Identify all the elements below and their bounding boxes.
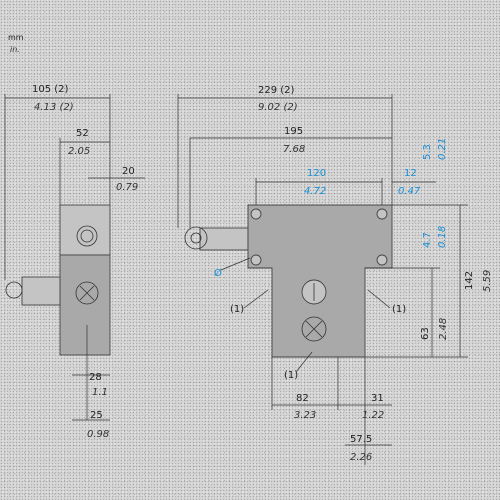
front-indicator xyxy=(301,316,327,342)
dim-hole-spacing-in: 4.72 xyxy=(304,186,326,197)
dim-depth-in: 0.79 xyxy=(116,182,138,193)
dim-hole-diam-label: Ø xyxy=(214,267,222,279)
dim-bottom-width: 82 xyxy=(296,393,309,404)
callout-1-left: (1) xyxy=(230,304,244,315)
dim-right-offset: 12 xyxy=(404,168,417,179)
side-body xyxy=(59,254,111,356)
dim-width-cover-in: 2.05 xyxy=(68,146,90,157)
dim-bottom-full-in: 2.26 xyxy=(350,452,372,463)
dim-height-lower: 63 xyxy=(420,327,431,340)
side-top-hole xyxy=(76,225,98,247)
mount-hole-bl xyxy=(250,254,262,266)
dim-hole-spacing: 120 xyxy=(307,168,326,179)
dim-lower-offset-in: 1.1 xyxy=(92,387,108,398)
dim-hole-diam-top-in: 0.21 xyxy=(437,138,448,160)
dim-length-body: 195 xyxy=(284,126,303,137)
front-view: 229 (2) 9.02 (2) 195 7.68 120 4.72 12 0.… xyxy=(177,85,493,465)
dim-slot-height: 4.7 xyxy=(422,232,433,248)
side-actuator xyxy=(21,276,61,306)
dim-right-offset-in: 0.47 xyxy=(398,186,421,197)
mount-hole-tr xyxy=(376,208,388,220)
dim-bottom-full: 57.5 xyxy=(350,434,372,445)
front-roller-hub xyxy=(190,232,202,244)
side-indicator xyxy=(75,281,99,305)
callout-1-right: (1) xyxy=(392,304,406,315)
dim-depth: 20 xyxy=(122,166,135,177)
dim-slot-height-in: 0.18 xyxy=(437,226,448,248)
dim-width-total-in: 4.13 (2) xyxy=(34,102,74,113)
side-top-hole-inner xyxy=(80,229,94,243)
front-body xyxy=(247,204,393,358)
mount-hole-tl xyxy=(250,208,262,220)
dim-height-total-in: 5.59 xyxy=(482,270,493,292)
dim-bottom-width-in: 3.23 xyxy=(294,410,316,421)
unit-secondary: in. xyxy=(10,45,20,54)
dim-bottom-right: 31 xyxy=(371,393,384,404)
dim-bottom-right-in: 1.22 xyxy=(362,410,384,421)
dim-height-lower-in: 2.48 xyxy=(438,318,449,340)
mount-hole-br xyxy=(376,254,388,266)
unit-primary: mm xyxy=(8,33,24,42)
dim-lower-width-in: 0.98 xyxy=(87,429,109,440)
callout-1-bottom: (1) xyxy=(284,370,298,381)
dim-length-total: 229 (2) xyxy=(258,85,295,96)
side-roller xyxy=(5,281,23,299)
dim-height-total: 142 xyxy=(464,271,475,290)
front-roller xyxy=(184,226,208,250)
dim-width-total: 105 (2) xyxy=(32,84,69,95)
dim-length-body-in: 7.68 xyxy=(283,144,305,155)
dim-lower-width: 25 xyxy=(90,410,103,421)
dim-lower-offset: 28 xyxy=(89,372,102,383)
side-view: 105 (2) 4.13 (2) 52 2.05 20 0.79 28 1.1 … xyxy=(4,84,145,440)
dim-width-cover: 52 xyxy=(76,128,89,139)
dim-length-total-in: 9.02 (2) xyxy=(258,102,298,113)
dim-hole-diam-top: 5.3 xyxy=(422,144,433,160)
